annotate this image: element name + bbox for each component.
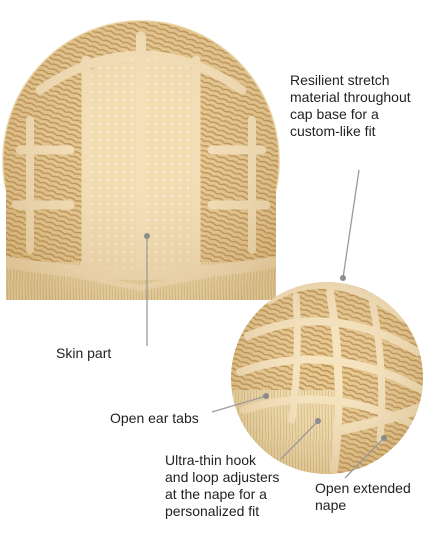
callout-ear-tabs: Open ear tabs [110, 410, 199, 427]
dot-extended-nape [381, 435, 387, 441]
leader-adjusters [280, 420, 319, 460]
callout-line: Skin part [56, 345, 112, 361]
dot-skin-part [144, 233, 150, 239]
callout-extended-nape: Open extended nape [315, 480, 411, 514]
callout-line: personalized fit [165, 503, 260, 519]
leader-extended-nape [344, 437, 385, 479]
dot-ear-tabs [263, 393, 269, 399]
callout-line: and loop adjusters [165, 469, 280, 485]
callout-line: Open extended [315, 480, 411, 496]
wig-cap-top-view [3, 20, 280, 301]
callout-line: Open ear tabs [110, 410, 199, 426]
callout-adjusters: Ultra-thin hook and loop adjusters at th… [165, 452, 279, 520]
wig-cap-back-view [231, 282, 423, 474]
leader-ear-tabs [211, 395, 267, 413]
callout-line: material throughout [290, 89, 411, 105]
callout-line: at the nape for a [165, 486, 267, 502]
callout-line: Resilient stretch [290, 72, 390, 88]
callout-dots [144, 233, 387, 441]
dot-stretch-material [340, 275, 346, 281]
callout-line: cap base for a [290, 106, 379, 122]
callout-stretch-material: Resilient stretch material throughout ca… [290, 72, 411, 140]
callout-line: custom-like fit [290, 123, 376, 139]
callout-line: nape [315, 497, 347, 513]
callout-skin-part: Skin part [56, 345, 111, 362]
callout-leader-lines [146, 169, 385, 479]
leader-stretch-material [342, 169, 360, 279]
callout-line: Ultra-thin hook [165, 452, 257, 468]
dot-adjusters [315, 418, 321, 424]
